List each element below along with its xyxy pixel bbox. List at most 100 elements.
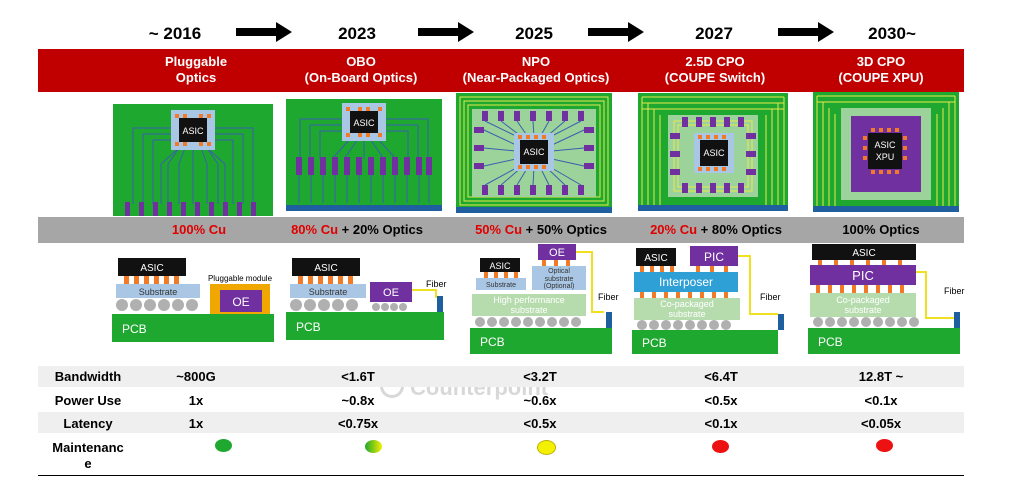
generation-name: 2.5D CPO [685,54,745,69]
pluggable-module-label: Pluggable module [208,274,273,283]
composition-2-5d-cpo: 20% Cu + 80% Optics [626,222,806,237]
table-cell: <1.6T [341,369,375,384]
table-row [38,366,964,387]
right-arrow-icon [236,22,292,42]
substrate-label: Substrate [139,287,178,297]
composition-obo: 80% Cu + 20% Optics [267,222,447,237]
maintenance-label-line: e [84,456,92,471]
fiber-label: Fiber [760,292,781,302]
oe-label: OE [549,247,565,259]
asic-label: ASIC [353,118,375,128]
pcb-label: PCB [818,335,843,349]
right-arrow-icon [778,22,834,42]
maintenance-indicator-icon [876,439,893,452]
composition-bar [38,217,964,243]
table-row [38,412,964,433]
table-cell: <3.2T [523,369,557,384]
table-cell: 1x [188,393,204,408]
substrate-label: Substrate [309,287,348,297]
optics-share: 100% Optics [842,222,920,237]
optional-label: (Optional) [544,283,575,290]
optical-substrate-label: Optical [548,268,570,275]
year-2023: 2023 [338,24,376,43]
interposer-label: Interposer [659,275,713,289]
table-cell: ~0.6x [523,393,557,408]
optics-share: + 20% Optics [338,222,423,237]
co-packaged-substrate-label: Co-packaged [660,299,714,309]
pic-label: PIC [852,268,874,283]
pcb-label: PCB [642,336,667,350]
row-label-latency: Latency [63,416,113,431]
asic-label: ASIC [489,261,511,271]
table-cell: ~0.8x [341,393,375,408]
year-2016: ~ 2016 [148,24,202,43]
maintenance-indicator-icon [365,440,382,453]
right-arrow-icon [418,22,474,42]
high-performance-substrate-label: High performance [493,295,565,305]
table-cell: <0.1x [704,416,738,431]
fiber-label: Fiber [598,292,619,302]
asic-label: ASIC [314,263,337,274]
co-packaged-substrate-label: Co-packaged [836,295,890,305]
table-cell: <0.75x [337,416,379,431]
asic-label: ASIC [852,248,875,259]
generation-name: NPO [521,54,551,69]
generation-npo: NPO(Near-Packaged Optics) [446,54,626,86]
pcb-label: PCB [480,335,505,349]
generation-subtitle: (On-Board Optics) [304,70,418,85]
fiber-label: Fiber [426,279,447,289]
co-packaged-substrate-label: substrate [844,305,881,315]
row-label-bandwidth: Bandwidth [54,369,122,384]
generation-2-5d-cpo: 2.5D CPO(COUPE Switch) [625,54,805,86]
cross-section-obo: ASIC Substrate OE Fiber PCB [286,258,447,340]
pic-label: PIC [704,250,724,264]
table-bottom-divider [38,475,964,476]
year-2027: 2027 [695,24,733,43]
generation-subtitle: (COUPE XPU) [838,70,924,85]
cross-section-2-5d-cpo: ASIC PIC Interposer Co-packaged substrat… [632,246,784,354]
maintenance-indicator-icon [215,439,232,452]
cross-section-pluggable: ASIC Substrate Pluggable module OE PCB [112,258,274,342]
asic-label: ASIC [523,147,545,157]
co-packaged-substrate-label: substrate [668,309,705,319]
xpu-label: XPU [876,152,895,162]
table-cell: ~800G [176,369,216,384]
composition-npo: 50% Cu + 50% Optics [451,222,631,237]
generation-subtitle: (Near-Packaged Optics) [462,70,610,85]
generation-header-band [38,49,964,92]
asic-label: ASIC [182,126,204,136]
optics-share: + 50% Optics [522,222,607,237]
board-top-view-npo: ASIC [456,93,612,213]
asic-label: ASIC [140,263,163,274]
generation-obo: OBO(On-Board Optics) [271,54,451,86]
maintenance-indicator-icon [537,440,556,455]
maintenance-indicator-icon [712,440,729,453]
pcb-label: PCB [296,320,321,334]
composition-pluggable: 100% Cu [109,222,289,237]
year-2025: 2025 [515,24,553,43]
pcb-label: PCB [122,322,147,336]
optics-share: + 80% Optics [697,222,782,237]
copper-share: 80% Cu [291,222,339,237]
board-top-view-obo: ASIC [286,99,442,211]
substrate-label: Substrate [486,282,516,289]
board-top-view-pluggable: ASIC [113,104,273,216]
copper-share: 20% Cu [650,222,698,237]
table-cell: <0.5x [704,393,738,408]
composition-3d-cpo: 100% Optics [791,222,971,237]
table-cell: <0.1x [864,393,898,408]
fiber-label: Fiber [944,286,965,296]
table-cell: <0.5x [523,416,557,431]
oe-label: OE [383,287,399,299]
generation-name: 3D CPO [856,54,906,69]
oe-label: OE [232,295,249,309]
asic-label: ASIC [703,148,725,158]
row-label-power-use: Power Use [54,393,122,408]
asic-label: ASIC [644,253,667,264]
asic-label: ASIC [874,140,896,150]
table-cell: 12.8T ~ [858,369,904,384]
copper-share: 50% Cu [475,222,523,237]
maintenance-label-line: Maintenanc [52,440,124,455]
